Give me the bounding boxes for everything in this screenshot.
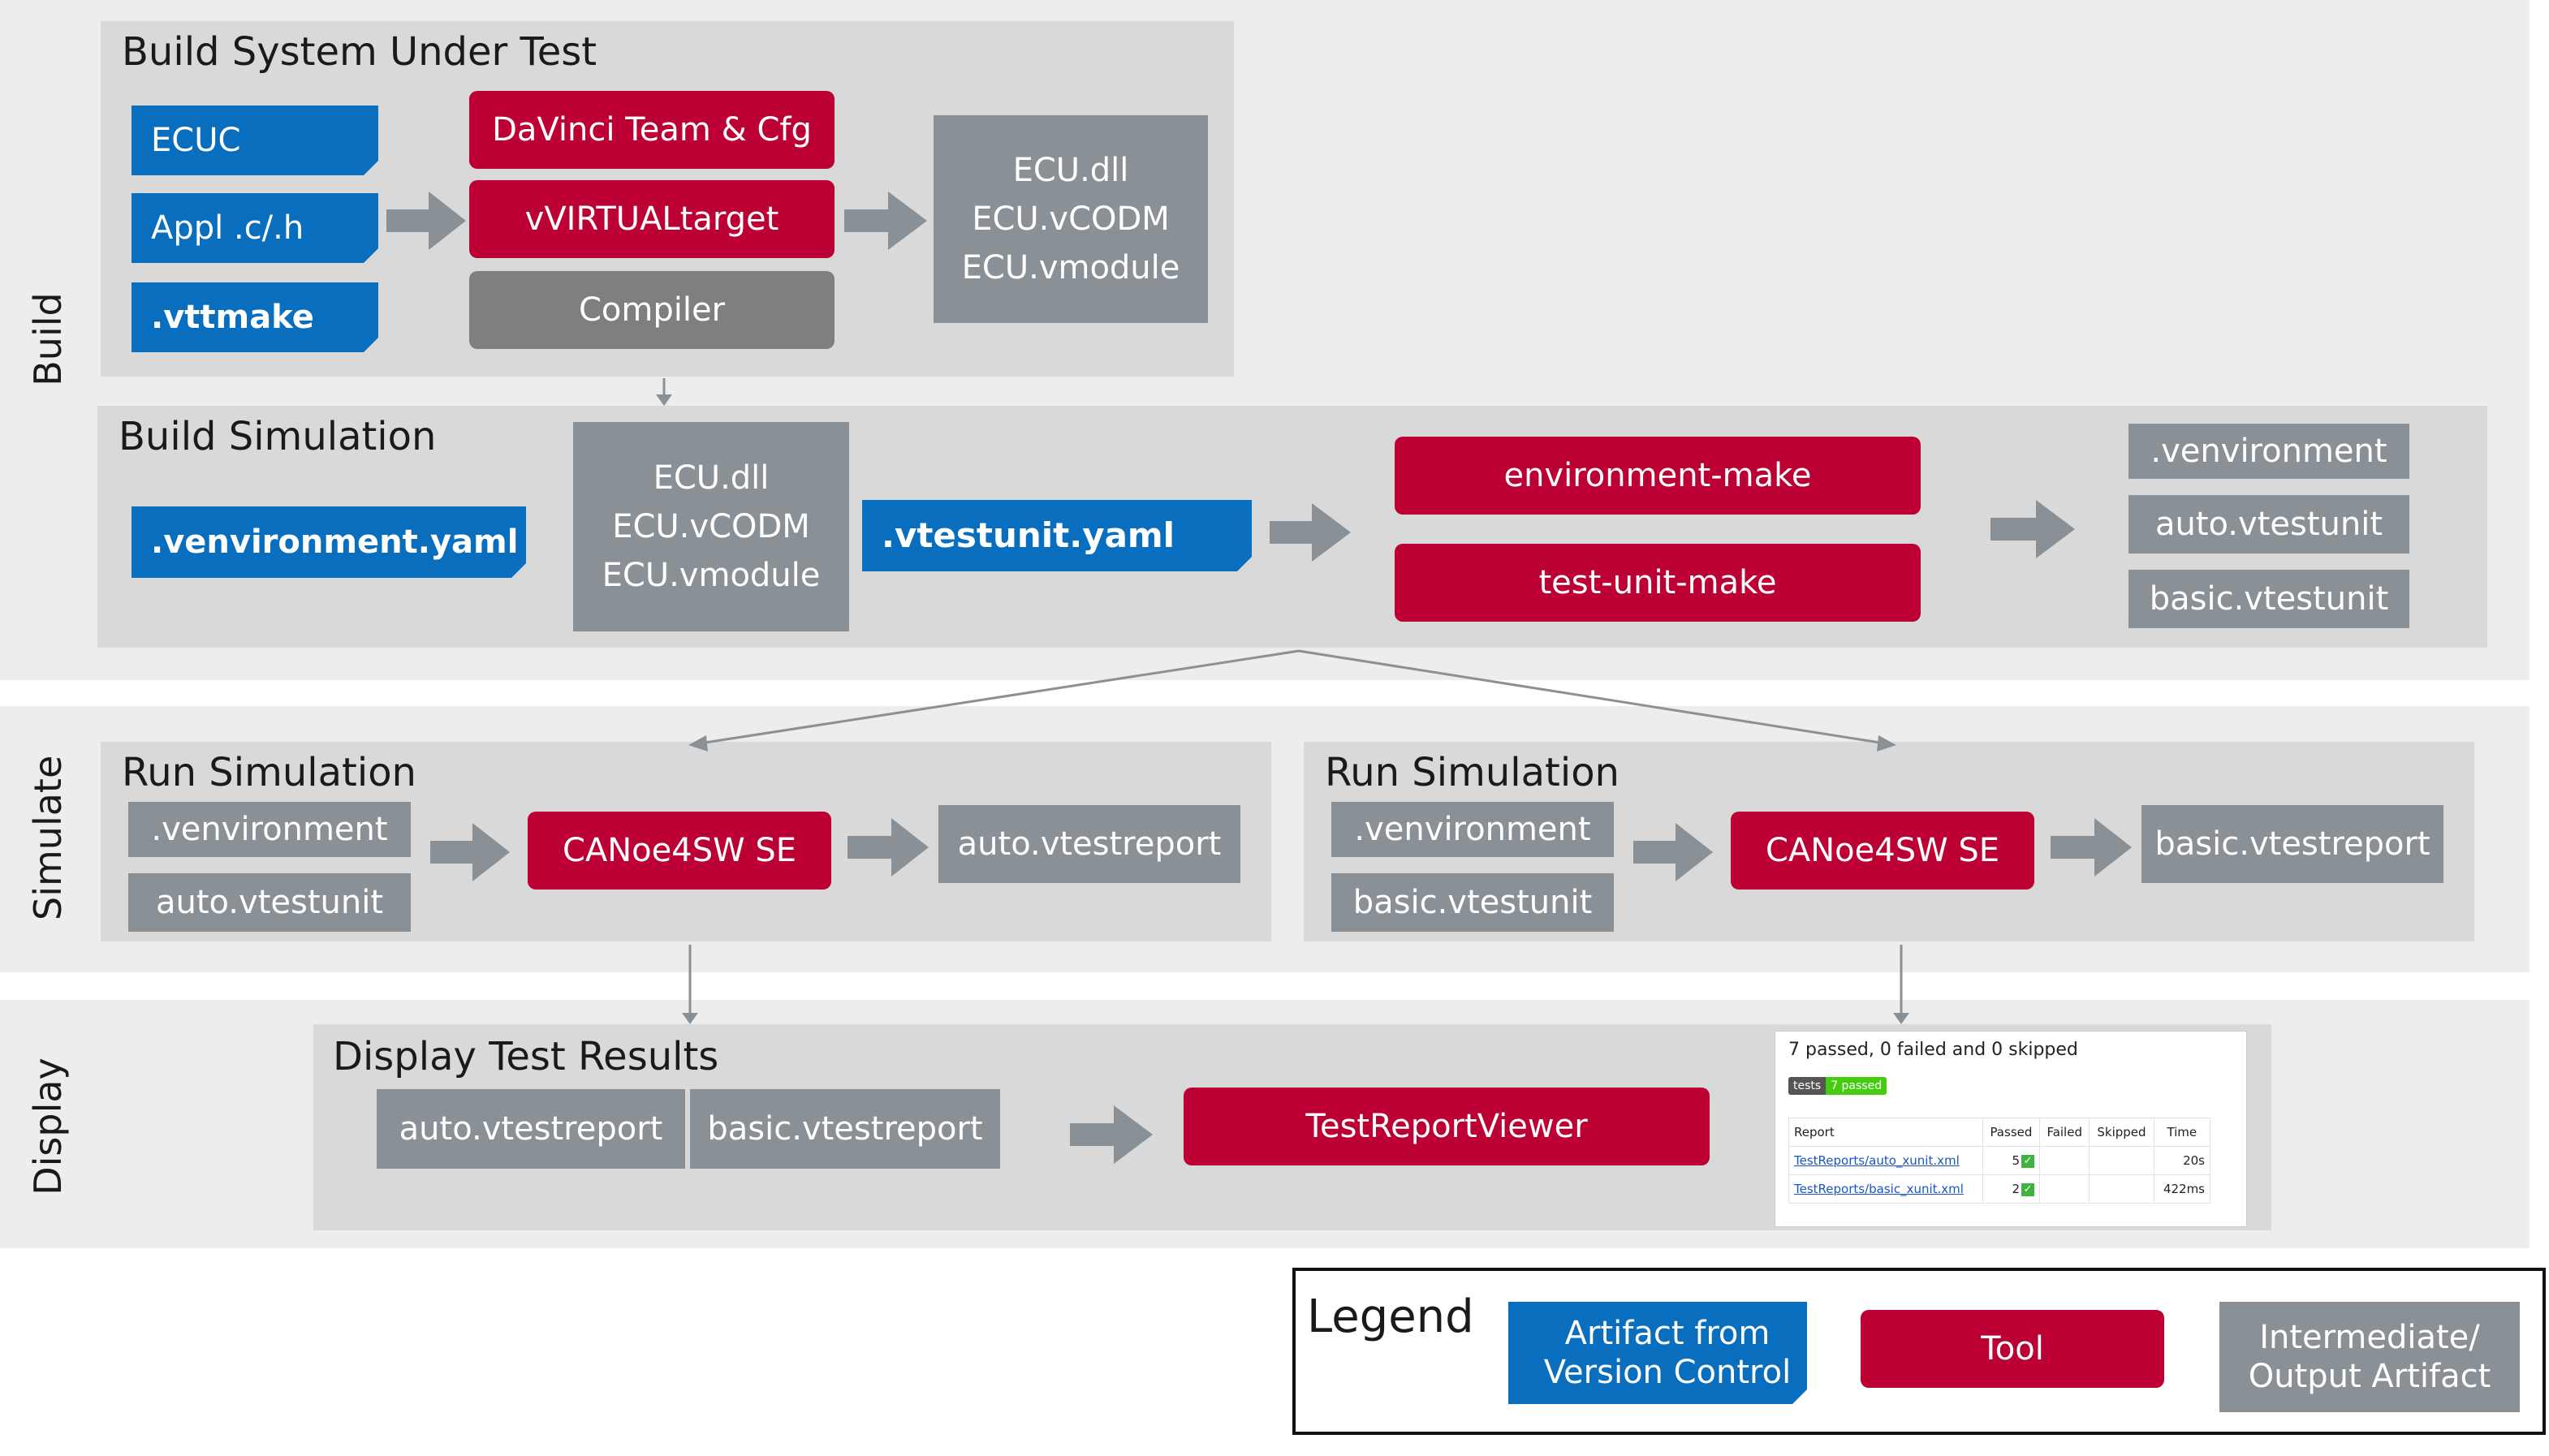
input-venvironment-right: .venvironment bbox=[1331, 802, 1614, 857]
artifact-ecuc: ECUC bbox=[132, 106, 378, 175]
tool-testreportviewer: TestReportViewer bbox=[1184, 1088, 1710, 1165]
tool-test-unit-make: test-unit-make bbox=[1395, 544, 1921, 622]
arrowhead-right-to-display bbox=[1893, 1013, 1909, 1024]
arrow-run-right-tool bbox=[2051, 818, 2132, 877]
arrow-build-tools bbox=[844, 192, 927, 250]
skipped-count bbox=[2089, 1174, 2154, 1204]
panel-title-display-results: Display Test Results bbox=[333, 1034, 719, 1079]
arrow-run-left-inputs bbox=[430, 823, 510, 881]
badge-value: 7 passed bbox=[1826, 1077, 1887, 1095]
test-report-preview: 7 passed, 0 failed and 0 skipped tests 7… bbox=[1775, 1031, 2247, 1227]
input-basic-vtestunit: basic.vtestunit bbox=[1331, 873, 1614, 932]
input-venvironment-left: .venvironment bbox=[128, 802, 411, 857]
output-ecu-vcodm: ECU.vCODM bbox=[972, 200, 1170, 238]
col-failed: Failed bbox=[2039, 1118, 2090, 1147]
panel-title-run-simulation-right: Run Simulation bbox=[1325, 750, 1620, 795]
output-ecu-vmodule: ECU.vmodule bbox=[961, 249, 1180, 286]
ecu-vcodm: ECU.vCODM bbox=[612, 508, 810, 545]
check-icon: ✓ bbox=[2021, 1182, 2035, 1196]
arrowhead-left-to-display bbox=[682, 1013, 698, 1024]
tool-davinci: DaVinci Team & Cfg bbox=[469, 91, 835, 169]
output-auto-vtestreport: auto.vtestreport bbox=[938, 805, 1240, 883]
output-auto-vtestunit: auto.vtestunit bbox=[2128, 495, 2409, 554]
input-auto-vtestreport: auto.vtestreport bbox=[377, 1089, 685, 1169]
ecu-dll: ECU.dll bbox=[653, 459, 770, 497]
report-summary: 7 passed, 0 failed and 0 skipped bbox=[1788, 1040, 2078, 1060]
output-basic-vtestreport: basic.vtestreport bbox=[2141, 805, 2443, 883]
arrowhead-split-right bbox=[1877, 735, 1896, 752]
artifact-vttmake: .vttmake bbox=[132, 282, 378, 352]
arrowhead-sut-to-sim bbox=[656, 394, 672, 406]
arrow-build-sim-tools bbox=[1990, 500, 2075, 558]
connector-split-left bbox=[699, 649, 1300, 745]
time-value: 20s bbox=[2153, 1146, 2211, 1175]
arrow-display bbox=[1070, 1105, 1153, 1164]
input-basic-vtestreport: basic.vtestreport bbox=[690, 1089, 1000, 1169]
output-ecu-artifacts: ECU.dll ECU.vCODM ECU.vmodule bbox=[934, 115, 1208, 323]
col-passed: Passed bbox=[1982, 1118, 2041, 1147]
output-venvironment: .venvironment bbox=[2128, 424, 2409, 479]
tool-canoe4sw-left: CANoe4SW SE bbox=[528, 812, 831, 890]
table-row: TestReports/basic_xunit.xml 2✓ 422ms bbox=[1788, 1174, 2211, 1204]
table-row: TestReports/auto_xunit.xml 5✓ 20s bbox=[1788, 1146, 2211, 1175]
legend-tool: Tool bbox=[1861, 1310, 2164, 1388]
arrow-build-inputs bbox=[386, 192, 466, 250]
tool-vvirtualtarget: vVIRTUALtarget bbox=[469, 180, 835, 258]
panel-title-build-simulation: Build Simulation bbox=[119, 414, 437, 459]
time-value: 422ms bbox=[2153, 1174, 2211, 1204]
output-basic-vtestunit: basic.vtestunit bbox=[2128, 570, 2409, 628]
arrow-run-left-tool bbox=[848, 818, 929, 877]
artifact-appl-source: Appl .c/.h bbox=[132, 193, 378, 263]
panel-title-run-simulation-left: Run Simulation bbox=[122, 750, 416, 795]
report-link-basic[interactable]: TestReports/basic_xunit.xml bbox=[1794, 1182, 1964, 1196]
check-icon: ✓ bbox=[2021, 1154, 2035, 1168]
report-link-auto[interactable]: TestReports/auto_xunit.xml bbox=[1794, 1153, 1960, 1168]
failed-count bbox=[2039, 1174, 2090, 1204]
artifact-vtestunit-yaml: .vtestunit.yaml bbox=[862, 500, 1252, 571]
passed-count: 5 bbox=[2012, 1153, 2021, 1168]
artifact-venvironment-yaml: .venvironment.yaml bbox=[132, 506, 526, 578]
legend-title: Legend bbox=[1307, 1290, 1474, 1343]
legend-intermediate: Intermediate/ Output Artifact bbox=[2219, 1302, 2520, 1412]
arrowhead-split-left bbox=[688, 735, 708, 752]
col-skipped: Skipped bbox=[2089, 1118, 2154, 1147]
tool-canoe4sw-right: CANoe4SW SE bbox=[1731, 812, 2034, 890]
badge-label: tests bbox=[1788, 1077, 1827, 1095]
arrow-build-sim-yaml bbox=[1270, 503, 1351, 562]
connector-split-right bbox=[1298, 649, 1886, 745]
tool-compiler: Compiler bbox=[469, 271, 835, 349]
legend-version-control: Artifact from Version Control bbox=[1508, 1302, 1807, 1404]
input-auto-vtestunit: auto.vtestunit bbox=[128, 873, 411, 932]
panel-title-build-sut: Build System Under Test bbox=[122, 29, 597, 75]
ecu-vmodule: ECU.vmodule bbox=[602, 557, 821, 594]
report-table: Report Passed Failed Skipped Time TestRe… bbox=[1788, 1118, 2211, 1204]
arrow-run-right-inputs bbox=[1633, 823, 1713, 881]
tool-environment-make: environment-make bbox=[1395, 437, 1921, 515]
tests-badge: tests 7 passed bbox=[1788, 1077, 1887, 1095]
output-ecu-dll: ECU.dll bbox=[1012, 152, 1129, 189]
ecu-artifacts-simulation: ECU.dll ECU.vCODM ECU.vmodule bbox=[573, 422, 849, 631]
passed-count: 2 bbox=[2012, 1182, 2021, 1196]
